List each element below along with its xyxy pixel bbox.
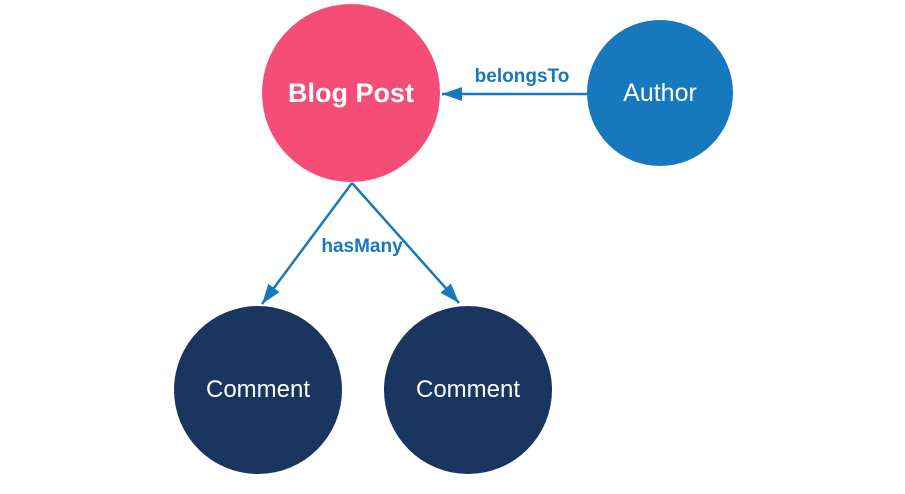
- node-comment-left-label: Comment: [205, 376, 311, 403]
- node-blog-post: Blog Post: [262, 4, 440, 182]
- node-author-label: Author: [623, 78, 697, 107]
- node-comment-right-label: Comment: [415, 376, 521, 403]
- edge-label-belongsto: belongsTo: [474, 66, 570, 87]
- node-comment-left: Comment: [174, 306, 342, 474]
- node-comment-right: Comment: [384, 306, 552, 474]
- node-author: Author: [587, 20, 733, 166]
- edge-hasmany-arrow-left: [260, 182, 354, 305]
- edge-label-hasmany: hasMany: [321, 236, 403, 257]
- edge-hasmany-arrow-right: [351, 182, 460, 304]
- node-blog-post-label: Blog Post: [288, 77, 414, 108]
